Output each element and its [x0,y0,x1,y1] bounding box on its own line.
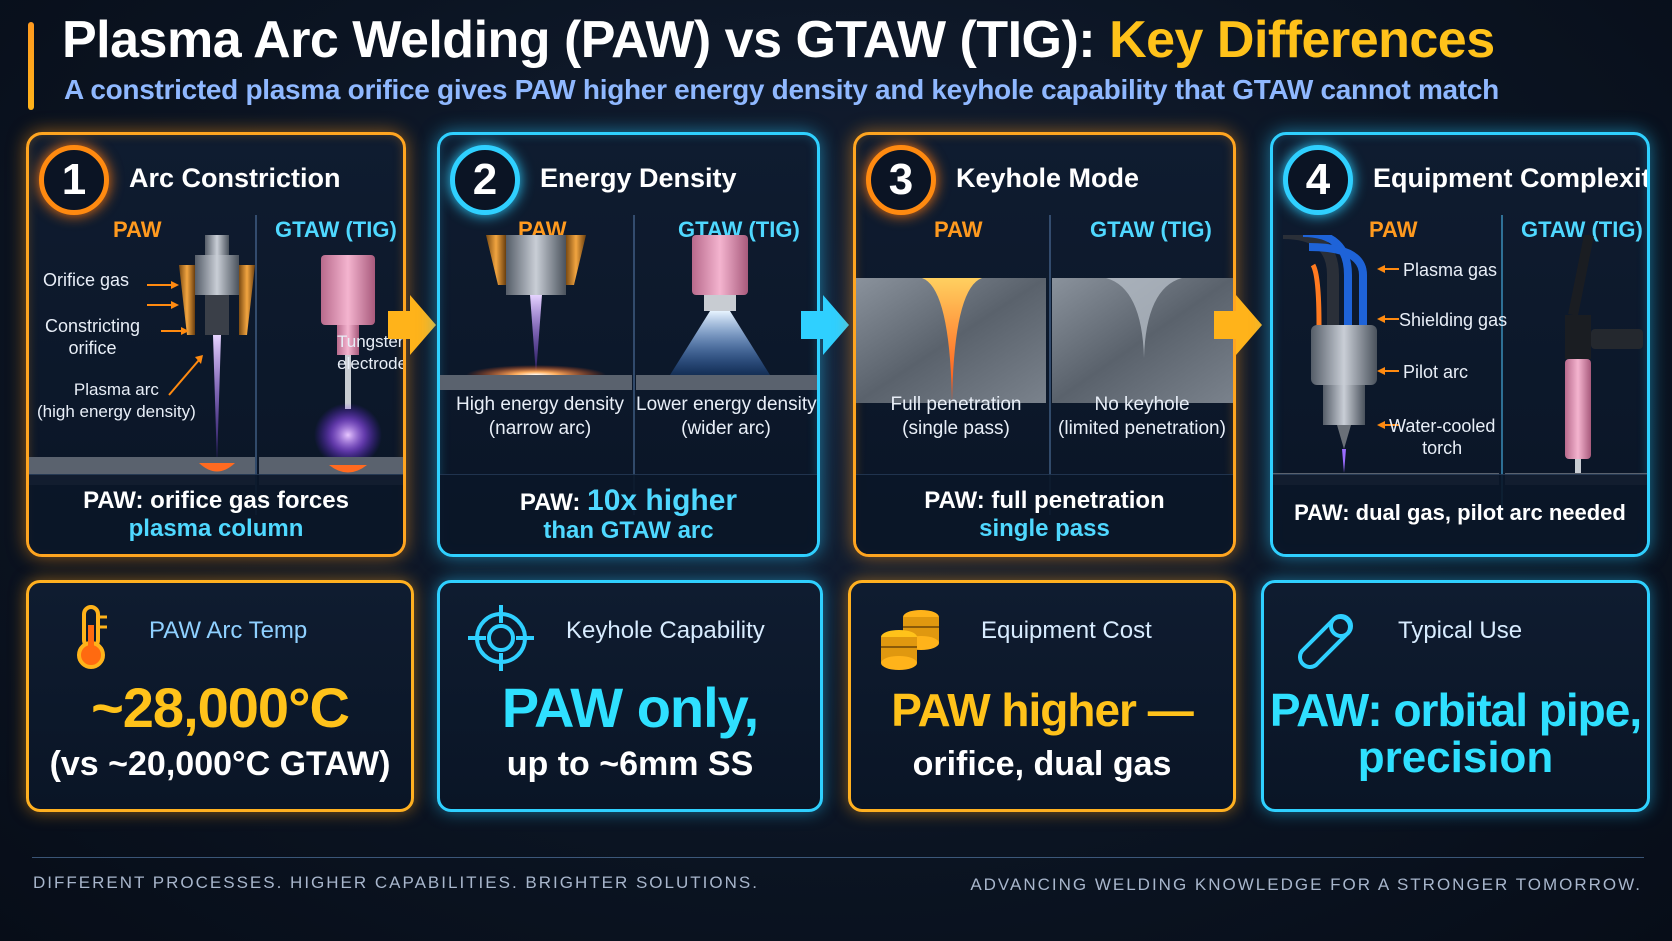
stat-value: PAW higher — [891,684,1194,736]
arrow-right-icon [1214,295,1262,355]
stat-detail: (vs ~20,000°C GTAW) [49,745,391,783]
card-footer: PAW: full penetration single pass [856,474,1233,554]
label-pilot-arc: Pilot arc [1403,362,1469,382]
footer-line-1: PAW: orifice gas forces [83,487,349,514]
gtaw-column-label: GTAW (TIG) [275,217,397,242]
footer-tagline-right: ADVANCING WELDING KNOWLEDGE FOR A STRONG… [970,875,1642,894]
label-shielding-gas: Shielding gas [1399,310,1508,330]
paw-column-label: PAW [1369,217,1418,242]
step-number-3: 3 [866,145,936,215]
card-keyhole-mode: 3 Keyhole Mode PAW GTAW (TIG) Full penet… [853,132,1236,557]
column-divider [255,215,257,515]
arrow-right-icon [388,295,436,355]
column-divider [1501,215,1503,515]
column-divider [633,215,635,515]
title-main: Plasma Arc Welding (PAW) vs GTAW (TIG): [62,11,1110,69]
footer-highlight: 10x higher [587,484,738,517]
energy-density-illustration [440,235,817,390]
card-footer: PAW: 10x higher than GTAW arc [440,474,817,554]
page-subtitle: A constricted plasma orifice gives PAW h… [64,74,1499,105]
title-highlight: Key Differences [1109,11,1495,69]
arrow-right-icon [801,295,849,355]
gtaw-caption: Lower energy density (wider arc) [636,394,817,439]
step-number-4: 4 [1283,145,1353,215]
pipe-icon [1298,614,1353,669]
stat-detail: orifice, dual gas [912,745,1172,783]
step-number-1: 1 [39,145,109,215]
stat-card-keyhole: Keyhole Capability PAW only, up to ~6mm … [437,580,823,812]
footer-line-2: than GTAW arc [543,517,714,544]
paw-caption: Full penetration (single pass) [890,394,1022,439]
paw-caption: High energy density (narrow arc) [456,394,624,439]
footer-line-1: PAW: full penetration [924,487,1165,514]
gtaw-caption: No keyhole (limited penetration) [1058,394,1226,439]
card-title: Equipment Complexity [1373,163,1650,193]
gtaw-column-label: GTAW (TIG) [1090,217,1212,242]
stat-card-typical-use: Typical Use PAW: orbital pipe, precision [1261,580,1650,812]
card-footer: PAW: orifice gas forces plasma column [29,474,403,554]
label-orifice-gas: Orifice gas [43,270,130,290]
step-number-2: 2 [450,145,520,215]
column-divider [1049,215,1051,515]
card-title: Keyhole Mode [956,163,1140,193]
stat-value: PAW: orbital pipe, [1269,684,1642,736]
card-footer: PAW: dual gas, pilot arc needed [1273,474,1647,554]
stat-detail: precision [1357,733,1554,782]
gtaw-column-label: GTAW (TIG) [1521,217,1643,242]
thermometer-icon [77,605,107,669]
footer-line-1: PAW: dual gas, pilot arc needed [1294,500,1626,525]
stat-card-arc-temp: PAW Arc Temp ~28,000°C (vs ~20,000°C GTA… [26,580,414,812]
coins-icon [881,610,939,670]
paw-column-label: PAW [934,217,983,242]
card-equipment-complexity: 4 Equipment Complexity PAW GTAW (TIG) Pl… [1270,132,1650,557]
card-energy-density: 2 Energy Density PAW GTAW (TIG) High ene… [437,132,820,557]
card-title: Energy Density [540,163,737,193]
crosshair-icon [468,605,534,671]
stat-card-equipment-cost: Equipment Cost PAW higher — orifice, dua… [848,580,1236,812]
stat-label: Equipment Cost [981,617,1152,644]
stat-detail: up to ~6mm SS [506,745,754,783]
keyhole-illustration [856,278,1233,403]
card-arc-constriction: 1 Arc Constriction PAW GTAW (TIG) [26,132,406,557]
stat-value: ~28,000°C [91,676,350,739]
footer-line-2: single pass [979,515,1110,542]
footer-prefix: PAW: [519,489,588,516]
card-title: Arc Constriction [129,163,341,193]
stat-label: Keyhole Capability [566,617,765,644]
stat-label: PAW Arc Temp [149,617,308,644]
label-plasma-gas: Plasma gas [1403,260,1498,280]
page-title: Plasma Arc Welding (PAW) vs GTAW (TIG): … [62,10,1495,70]
footer-line-2: plasma column [128,515,304,542]
paw-column-label: PAW [113,217,162,242]
title-accent-bar [28,22,34,110]
footer-divider [32,857,1644,858]
stat-label: Typical Use [1398,617,1523,644]
label-plasma-arc: Plasma arc(high energy density) [37,380,196,421]
footer-tagline-left: DIFFERENT PROCESSES. HIGHER CAPABILITIES… [33,873,759,892]
stat-value: PAW only, [501,676,759,739]
